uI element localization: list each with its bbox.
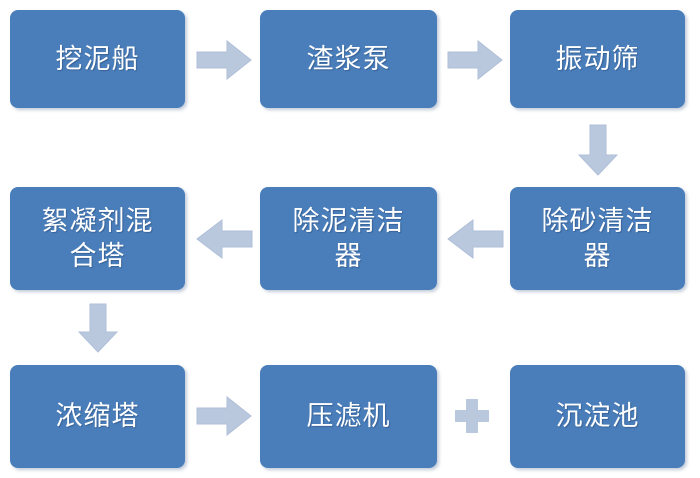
arrow-right-icon-slurry-pump-to-vibrating-screen: [447, 40, 503, 80]
process-node-flocculant-mixing-tower[interactable]: 絮凝剂混 合塔: [10, 187, 185, 290]
node-label: 压滤机: [306, 401, 391, 432]
process-node-filter-press[interactable]: 压滤机: [260, 365, 437, 468]
node-label: 渣浆泵: [306, 43, 391, 74]
process-node-desilter[interactable]: 除泥清洁 器: [260, 187, 437, 290]
arrow-left-icon-desander-to-desilter: [447, 219, 504, 259]
plus-icon-filter-press-and-settling-pond: [455, 399, 489, 433]
node-label: 沉淀池: [555, 401, 640, 432]
node-label: 絮凝剂混 合塔: [41, 205, 154, 271]
node-label: 除砂清洁 器: [541, 205, 654, 271]
arrow-left-icon-desilter-to-flocculant-tower: [196, 219, 253, 259]
process-node-desander[interactable]: 除砂清洁 器: [510, 187, 685, 290]
arrow-down-icon-vibrating-screen-to-desander: [578, 124, 618, 176]
node-label: 挖泥船: [55, 43, 140, 74]
node-label: 浓缩塔: [55, 401, 140, 432]
process-node-settling-pond[interactable]: 沉淀池: [510, 365, 685, 468]
process-node-thickener[interactable]: 浓缩塔: [10, 365, 185, 468]
process-node-slurry-pump[interactable]: 渣浆泵: [260, 10, 437, 108]
arrow-right-icon-dredger-to-slurry-pump: [196, 40, 252, 80]
arrow-down-icon-flocculant-tower-to-thickener: [78, 303, 118, 353]
node-label: 除泥清洁 器: [292, 205, 405, 271]
arrow-right-icon-thickener-to-filter-press: [196, 396, 252, 436]
process-node-dredger[interactable]: 挖泥船: [10, 10, 185, 108]
process-node-vibrating-screen[interactable]: 振动筛: [510, 10, 685, 108]
node-label: 振动筛: [555, 43, 640, 74]
